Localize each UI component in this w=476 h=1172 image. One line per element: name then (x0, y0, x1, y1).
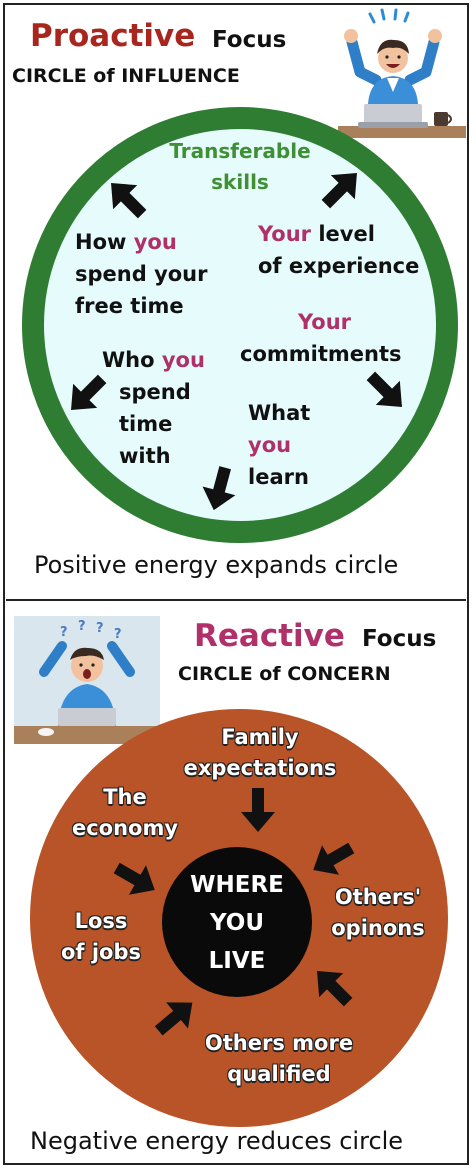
influence-circle (22, 107, 458, 543)
center-circle (162, 847, 312, 997)
who-you-spend-time-with-label: Who you spend time with (102, 348, 205, 468)
where-you-live-label: WHERE YOU LIVE (190, 872, 284, 974)
arrow-outward-icon (71, 374, 107, 410)
svg-text:?: ? (96, 621, 104, 636)
circle-of-influence (22, 107, 458, 543)
transferable-skills-label: Transferable skills (169, 139, 311, 194)
proactive-focus-label: Focus (212, 27, 287, 53)
section-divider (6, 599, 466, 601)
arrow-inward-icon (313, 842, 355, 875)
svg-text:?: ? (78, 619, 86, 634)
what-you-learn-label: What you learn (248, 401, 311, 489)
the-economy-label: The economy (71, 785, 179, 840)
arrow-inward-icon (154, 1002, 193, 1036)
arrow-outward-icon (202, 466, 236, 511)
happy-person-icon (338, 8, 466, 138)
arrow-outward-icon (366, 371, 402, 407)
arrow-inward-icon (113, 862, 155, 895)
proactive-title: Proactive (30, 18, 196, 54)
circle-of-influence-subtitle: CIRCLE of INFLUENCE (12, 65, 240, 87)
free-time-label: How you spend your free time (75, 230, 208, 318)
commitments-label: Your commitments (240, 310, 402, 366)
arrow-inward-icon (241, 788, 275, 832)
arrow-outward-icon (111, 183, 147, 219)
others-opinions-label: Others' opinons (331, 885, 425, 940)
others-more-qualified-label: Others more qualified (204, 1031, 354, 1086)
svg-text:?: ? (114, 627, 122, 642)
infographic-frame (3, 3, 469, 1165)
reactive-title: Reactive (194, 618, 345, 654)
positive-energy-caption: Positive energy expands circle (34, 551, 399, 579)
svg-text:?: ? (60, 625, 68, 640)
reactive-focus-label: Focus (362, 626, 437, 652)
circle-of-concern (30, 709, 448, 1127)
stressed-person-icon: ???? (14, 616, 160, 744)
experience-label: Your level of experience (258, 222, 420, 278)
arrow-outward-icon (321, 173, 357, 209)
family-expectations-label: Family expectations (183, 725, 337, 780)
negative-energy-caption: Negative energy reduces circle (30, 1127, 404, 1155)
arrow-inward-icon (317, 971, 353, 1007)
circle-of-concern-subtitle: CIRCLE of CONCERN (178, 663, 391, 685)
loss-of-jobs-label: Loss of jobs (60, 909, 142, 964)
